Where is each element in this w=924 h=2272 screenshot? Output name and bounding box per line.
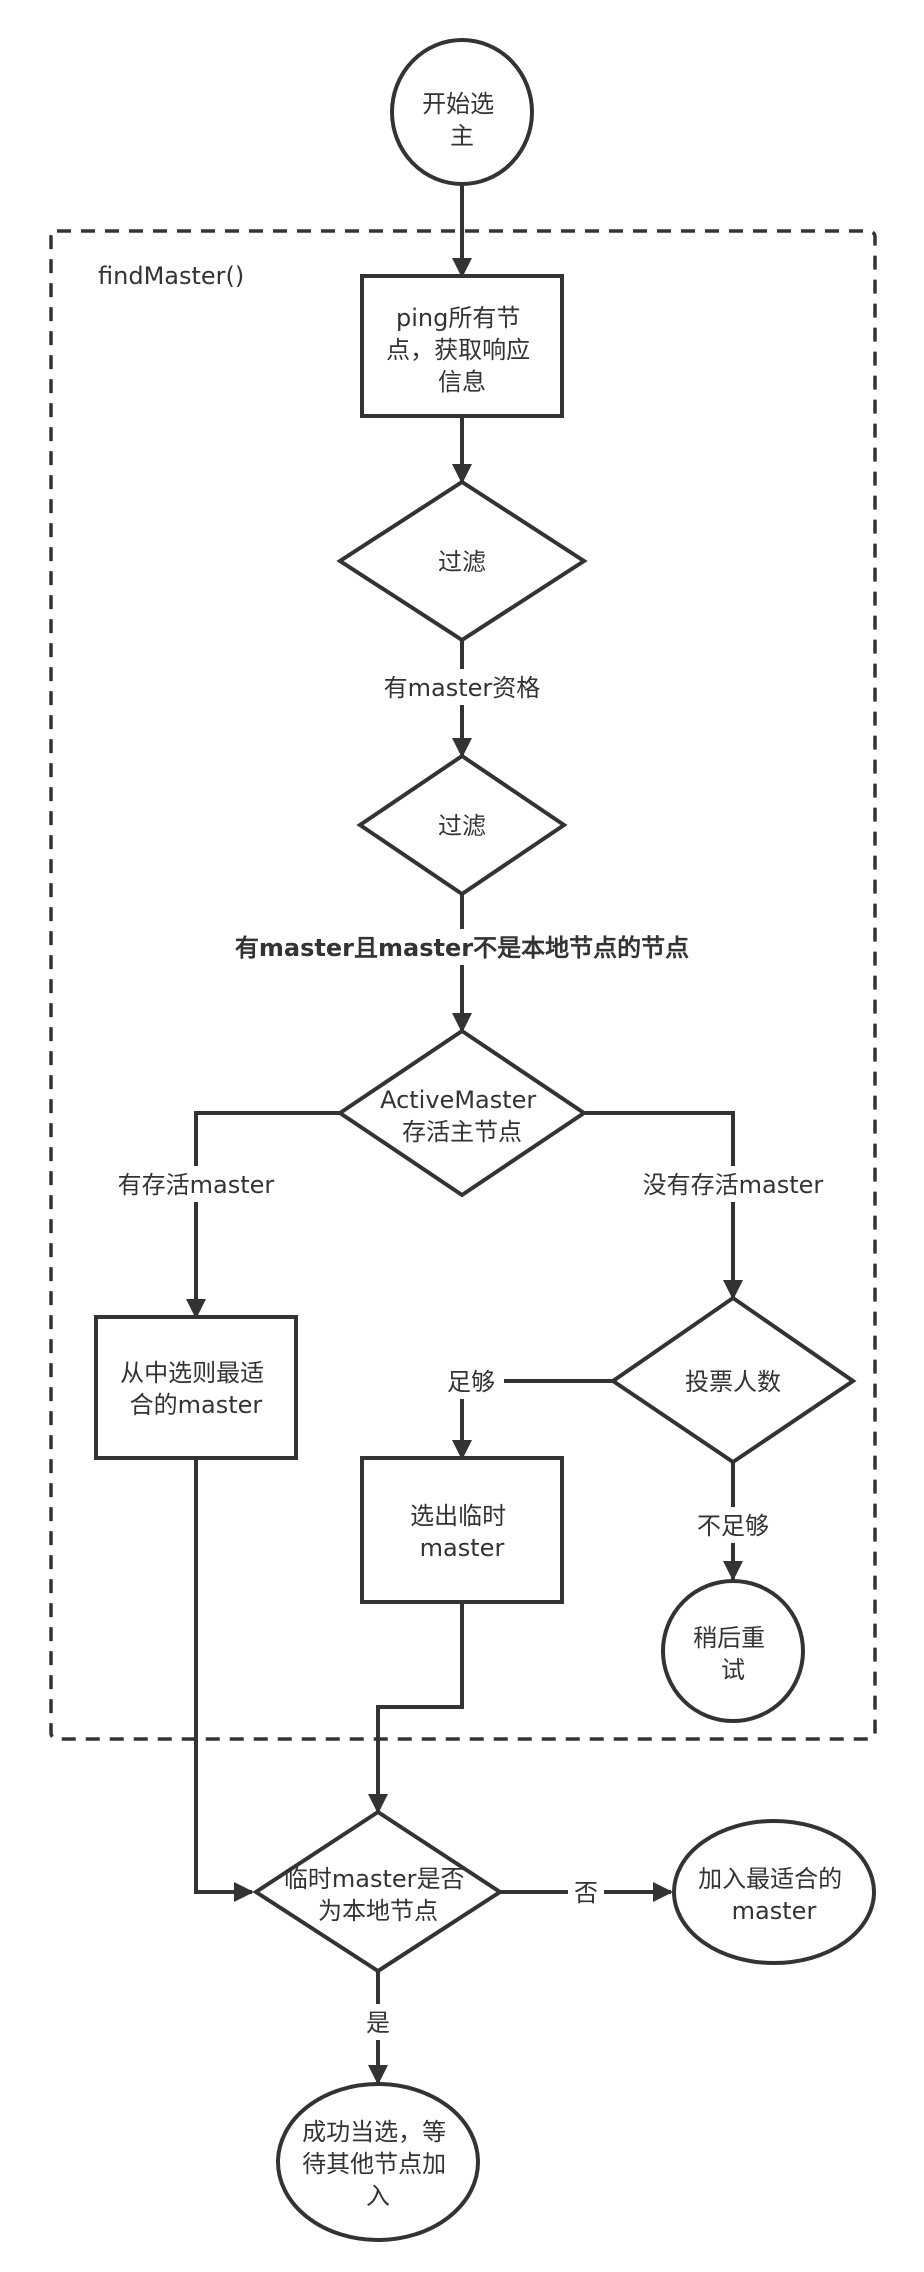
choose-best-node-text: 从中选则最适 合的master [120, 1359, 272, 1419]
edge-active-master-to-choose-best [186, 1111, 340, 1319]
filter2-node-text: 过滤 [438, 812, 486, 840]
edge-active-master-to-vote-count [584, 1111, 743, 1300]
edge-label-has-master-not-local: 有master且master不是本地节点的节点 [235, 934, 689, 962]
temp-master-node-text: 选出临时 master [410, 1502, 514, 1562]
join-best-node-text: 加入最适合的 master [698, 1865, 850, 1925]
filter1-node-text: 过滤 [438, 548, 486, 576]
elected-node-text: 成功当选，等 待其他节点加 入 [302, 2118, 454, 2210]
vote-count-node [609, 1295, 857, 1465]
temp-master-node [360, 1456, 564, 1604]
is-local-node-text: 临时master是否 为本地节点 [284, 1865, 472, 1925]
edge-choose-best-to-is-local [194, 1458, 254, 1902]
find-master-frame [49, 229, 877, 1741]
ping-node [360, 274, 564, 418]
active-master-node [336, 1028, 588, 1198]
find-master-frame-label: findMaster() [98, 262, 244, 290]
active-master-node-text: ActiveMaster 存活主节点 [380, 1086, 544, 1146]
edge-label-no: 否 [574, 1879, 598, 1907]
edge-label-has-master-qualification: 有master资格 [384, 674, 541, 702]
edge-label-enough: 足够 [447, 1368, 495, 1396]
choose-best-node [94, 1315, 298, 1460]
filter1-node [336, 479, 588, 643]
edge-temp-master-to-is-local [368, 1602, 464, 1814]
start-node [390, 38, 534, 186]
join-best-node [672, 1819, 876, 1965]
vote-count-node-text: 投票人数 [685, 1368, 781, 1396]
filter2-node [356, 753, 568, 897]
edge-label-not-enough: 不足够 [697, 1512, 769, 1540]
is-local-node [252, 1809, 504, 1974]
retry-later-node-text: 稍后重 试 [693, 1624, 773, 1684]
edge-label-yes: 是 [366, 2009, 390, 2037]
elected-node [276, 2082, 480, 2242]
edge-label-no-alive-master: 没有存活master [643, 1171, 824, 1199]
start-node-text: 开始选 主 [422, 90, 502, 150]
edge-label-has-alive-master: 有存活master [118, 1171, 275, 1199]
ping-node-text: ping所有节 点，获取响应 信息 [386, 304, 538, 396]
retry-later-node [661, 1579, 805, 1723]
